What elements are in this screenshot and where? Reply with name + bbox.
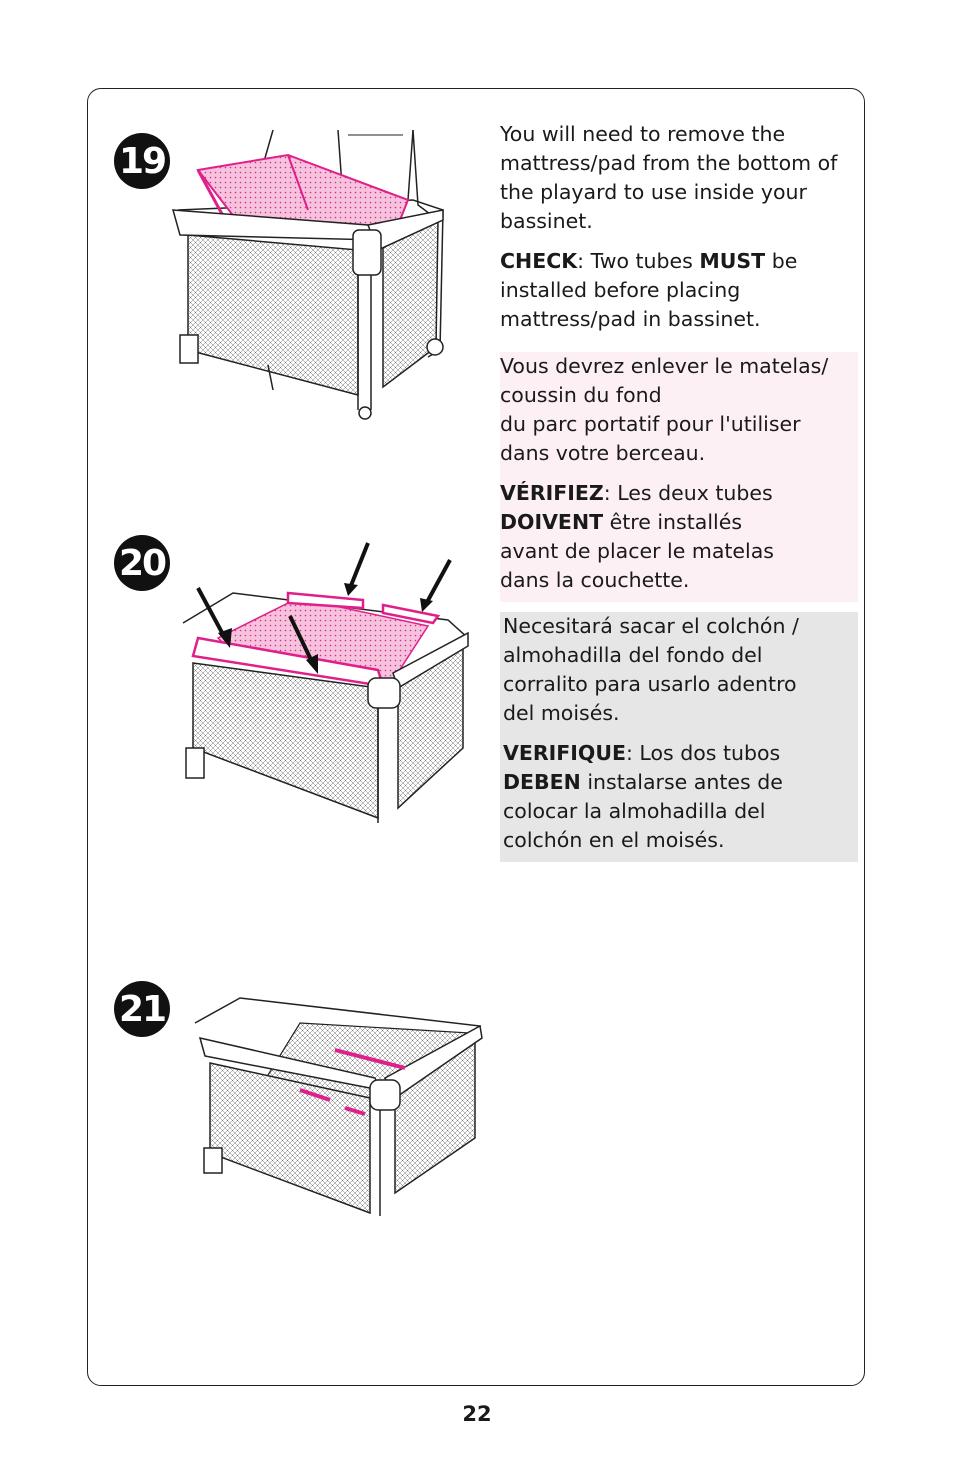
english-instructions: You will need to remove the mattress/pad… bbox=[500, 120, 862, 345]
illustration-step-21 bbox=[194, 997, 483, 1216]
page-frame bbox=[87, 88, 865, 1386]
page-number: 22 bbox=[462, 1402, 492, 1426]
illustration-step-19 bbox=[171, 129, 444, 420]
illustration-step-20 bbox=[182, 542, 470, 823]
doivent-label: DOIVENT bbox=[500, 510, 604, 534]
spanish-check: VERIFIQUE: Los dos tubos DEBEN instalars… bbox=[503, 741, 783, 852]
spanish-intro: Necesitará sacar el colchón / almohadill… bbox=[503, 614, 799, 725]
deben-label: DEBEN bbox=[503, 770, 581, 794]
french-instructions: Vous devrez enlever le matelas/ coussin … bbox=[500, 352, 858, 602]
step-number-19: 19 bbox=[114, 133, 170, 189]
french-check: VÉRIFIEZ: Les deux tubes DOIVENT être in… bbox=[500, 481, 774, 592]
step-number-21: 21 bbox=[114, 981, 170, 1037]
english-intro: You will need to remove the mattress/pad… bbox=[500, 122, 838, 233]
english-check: CHECK: Two tubes MUST be installed befor… bbox=[500, 249, 798, 331]
must-label: MUST bbox=[699, 249, 766, 273]
verifique-label: VERIFIQUE bbox=[503, 741, 626, 765]
spanish-instructions: Necesitará sacar el colchón / almohadill… bbox=[500, 612, 858, 862]
verifiez-label: VÉRIFIEZ bbox=[500, 481, 604, 505]
check-label: CHECK bbox=[500, 249, 578, 273]
french-intro: Vous devrez enlever le matelas/ coussin … bbox=[500, 354, 829, 465]
step-number-20: 20 bbox=[114, 535, 170, 591]
